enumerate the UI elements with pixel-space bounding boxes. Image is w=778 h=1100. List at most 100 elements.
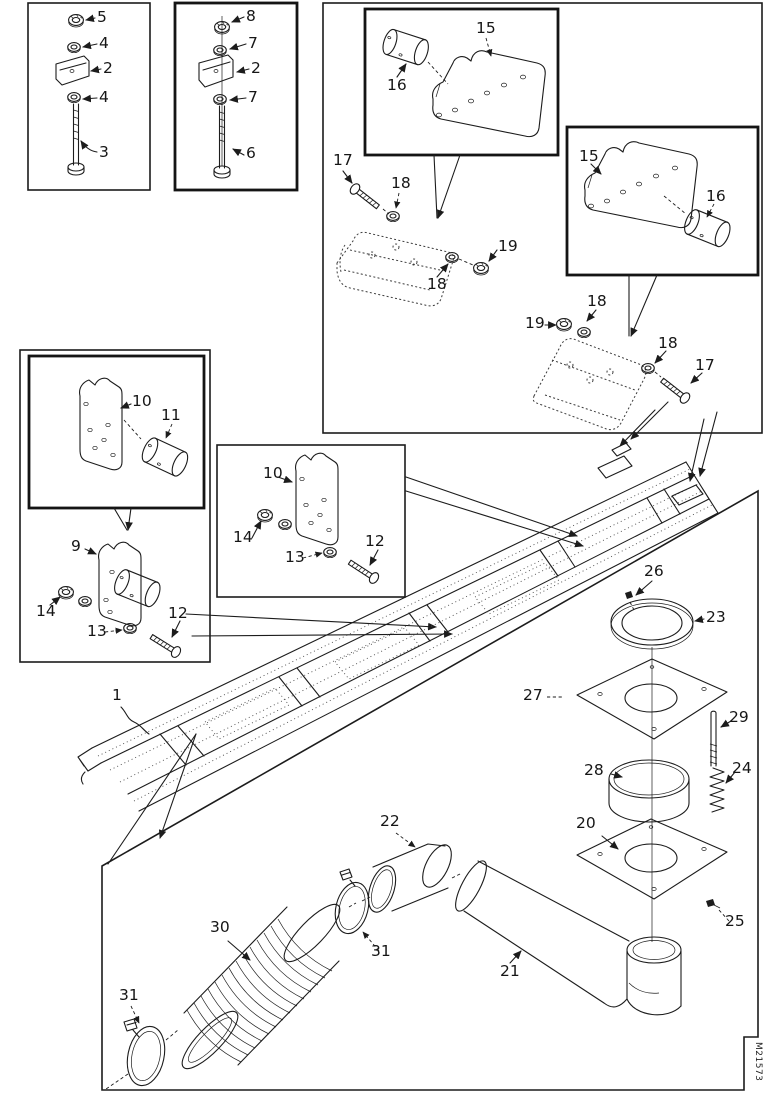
tailpipe-icon [455,860,682,1016]
welded-bracket-icon [98,541,164,627]
bushing-icon [138,435,192,479]
spring-icon [709,767,725,813]
exhaust-stack [547,580,736,942]
nut-icon [257,509,273,523]
part-label: 29 [729,708,749,726]
part-label: 24 [732,759,752,777]
part-label: 12 [365,532,385,550]
bushing-icon [379,27,432,67]
part-label: 16 [387,76,407,94]
part-label: 1 [112,686,122,704]
part-label: 17 [695,356,715,374]
part-label: 10 [263,464,283,482]
part-label: 20 [576,814,596,832]
nut-icon [556,318,572,332]
washer-icon [323,547,337,559]
part-label: 9 [71,537,81,555]
washer-icon [213,94,227,106]
part-label: 18 [587,292,607,310]
part-label: 16 [706,187,726,205]
inset-box-a [27,2,151,191]
chassis-frame-sketch [77,442,719,865]
muffler-phantom-icon [532,338,647,431]
bracket-icon [198,54,234,88]
inset-box-b [173,1,299,192]
part-label: 13 [87,622,107,640]
washer-icon [78,596,92,608]
part-label: 19 [525,314,545,332]
part-label: 12 [168,604,188,622]
part-label: 8 [246,7,256,25]
bolt-icon [67,103,85,176]
part-label: 7 [248,34,258,52]
washer-icon [641,363,655,375]
inset-box-c [322,2,763,482]
mount-plate-icon [432,50,546,138]
part-label: 11 [161,406,181,424]
part-label: 14 [233,528,253,546]
elbow-icon [367,843,452,913]
mount-plate-icon [584,141,698,229]
part-label: 6 [246,144,256,162]
part-label: 2 [251,59,261,77]
band-icon [608,759,690,823]
bottom-detail-region [101,489,759,1091]
part-label: 10 [132,392,152,410]
figure-code: M21573 [753,1042,763,1082]
bushing-icon [681,207,734,250]
part-label: 28 [584,761,604,779]
part-label: 2 [103,59,113,77]
washer-icon [445,252,459,264]
muffler-phantom-icon [336,231,454,307]
bolt-icon [345,556,382,586]
clamp-icon [123,1018,166,1087]
bolt-icon [658,375,693,406]
bracket-plate-icon [295,452,339,546]
screw-icon [706,899,715,907]
part-label: 21 [500,962,520,980]
part-label: 31 [119,986,139,1004]
part-label: 13 [285,548,305,566]
washer-icon [213,45,227,57]
plate-icon [576,658,728,740]
bracket-plate-icon [79,377,123,471]
part-label: 23 [706,608,726,626]
part-label: 18 [391,174,411,192]
part-label: 15 [579,147,599,165]
part-label: 30 [210,918,230,936]
part-label: 5 [97,8,107,26]
washer-icon [67,42,81,54]
clamp-icon [334,868,370,935]
part-label: 25 [725,912,745,930]
stud-icon [709,710,718,767]
part-label: 19 [498,237,518,255]
inset-box-e [216,444,584,598]
screw-icon [625,591,633,599]
washer-icon [67,92,81,104]
part-label: 31 [371,942,391,960]
bolt-icon [147,631,184,660]
part-label: 27 [523,686,543,704]
bolt-icon [213,105,231,179]
bracket-icon [55,55,90,86]
part-label: 3 [99,143,109,161]
part-label: 4 [99,34,109,52]
part-label: 14 [36,602,56,620]
part-label: 26 [644,562,664,580]
nut-icon [68,14,84,28]
part-label: 18 [658,334,678,352]
plate-icon [576,818,728,900]
nut-icon [473,262,489,276]
part-label: 17 [333,151,353,169]
ring-icon [610,598,694,650]
washer-icon [278,519,292,531]
flex-hose-icon [181,903,341,1070]
bolt-icon [347,181,382,212]
washer-icon [577,327,591,339]
part-label: 22 [380,812,400,830]
part-label: 7 [248,88,258,106]
nut-icon [58,586,74,600]
part-label: 18 [427,275,447,293]
